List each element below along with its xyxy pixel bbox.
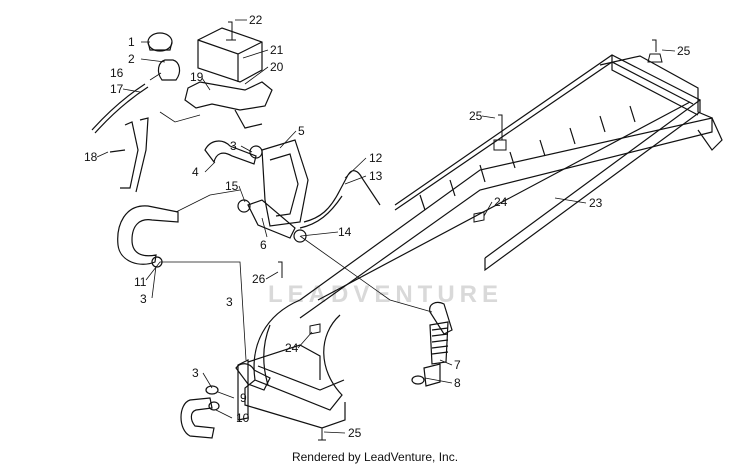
callout-label: 25 (677, 44, 691, 58)
callout-label: 2 (128, 52, 135, 66)
callout-label: 17 (110, 82, 124, 96)
callout-label: 6 (260, 238, 267, 252)
callout-label: 7 (454, 358, 461, 372)
callout-label: 8 (454, 376, 461, 390)
callout-label: 13 (369, 169, 383, 183)
leader-lines (96, 19, 676, 434)
heat-exchanger-tunnel (237, 54, 723, 429)
callout-label: 20 (270, 60, 284, 74)
callout-label: 3 (140, 292, 147, 306)
watermark-text: LEADVENTURE (268, 281, 503, 308)
callout-label: 9 (240, 391, 247, 405)
callout-labels: 1 2 3 3 3 3 4 5 6 7 8 9 10 11 12 13 14 1… (84, 13, 691, 440)
callout-label: 23 (589, 196, 603, 210)
callout-label: 25 (348, 426, 362, 440)
callout-label: 25 (469, 109, 483, 123)
callout-label: 1 (128, 35, 135, 49)
callout-label: 11 (134, 275, 147, 289)
callout-label: 19 (190, 70, 204, 84)
callout-label: 26 (252, 272, 266, 286)
hardware (226, 21, 663, 441)
callout-label: 3 (230, 139, 237, 153)
coolant-tank-assembly (91, 27, 381, 268)
callout-label: 14 (338, 225, 352, 239)
callout-label: 24 (494, 195, 508, 209)
callout-label: 5 (298, 124, 305, 138)
callout-label: 15 (225, 179, 239, 193)
callout-label: 3 (226, 295, 233, 309)
callout-label: 18 (84, 150, 98, 164)
rear-hose-assembly (411, 301, 453, 387)
callout-label: 12 (369, 151, 383, 165)
lower-hose-assembly (180, 363, 271, 439)
callout-label: 22 (249, 13, 263, 27)
callout-label: 21 (270, 43, 284, 57)
callout-label: 4 (192, 165, 199, 179)
callout-label: 16 (110, 66, 124, 80)
callout-label: 3 (192, 366, 199, 380)
callout-label: 10 (236, 411, 250, 425)
callout-label: 24 (285, 341, 299, 355)
credit-text: Rendered by LeadVenture, Inc. (291, 450, 459, 464)
